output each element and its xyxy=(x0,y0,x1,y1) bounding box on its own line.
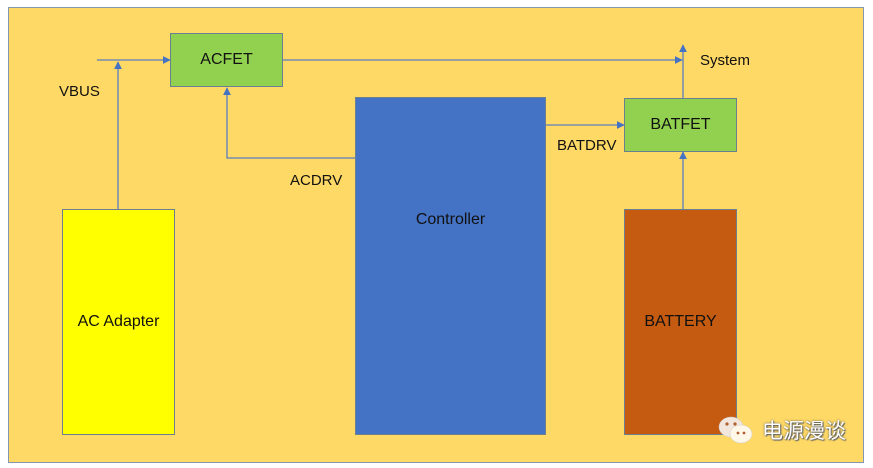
system-label: System xyxy=(700,52,751,69)
acfet-label: ACFET xyxy=(200,51,253,68)
controller-label: Controller xyxy=(415,211,486,228)
batfet-block: BATFET xyxy=(624,98,737,152)
battery-label: BATTERY xyxy=(644,313,717,330)
watermark: 电源漫谈 xyxy=(716,413,846,447)
batfet-label: BATFET xyxy=(650,116,711,133)
vbus-label: VBUS xyxy=(59,83,100,100)
ac-adapter-label: AC Adapter xyxy=(77,313,160,330)
watermark-text: 电源漫谈 xyxy=(762,419,846,443)
wechat-icon xyxy=(718,416,753,444)
ac-adapter-block: AC Adapter xyxy=(62,209,175,435)
acdrv-label: ACDRV xyxy=(290,172,343,189)
batdrv-label: BATDRV xyxy=(557,137,617,154)
acfet-block: ACFET xyxy=(170,33,283,87)
controller-block: Controller xyxy=(355,97,546,435)
wire-acdrv xyxy=(223,87,356,159)
battery-block: BATTERY xyxy=(624,209,737,435)
